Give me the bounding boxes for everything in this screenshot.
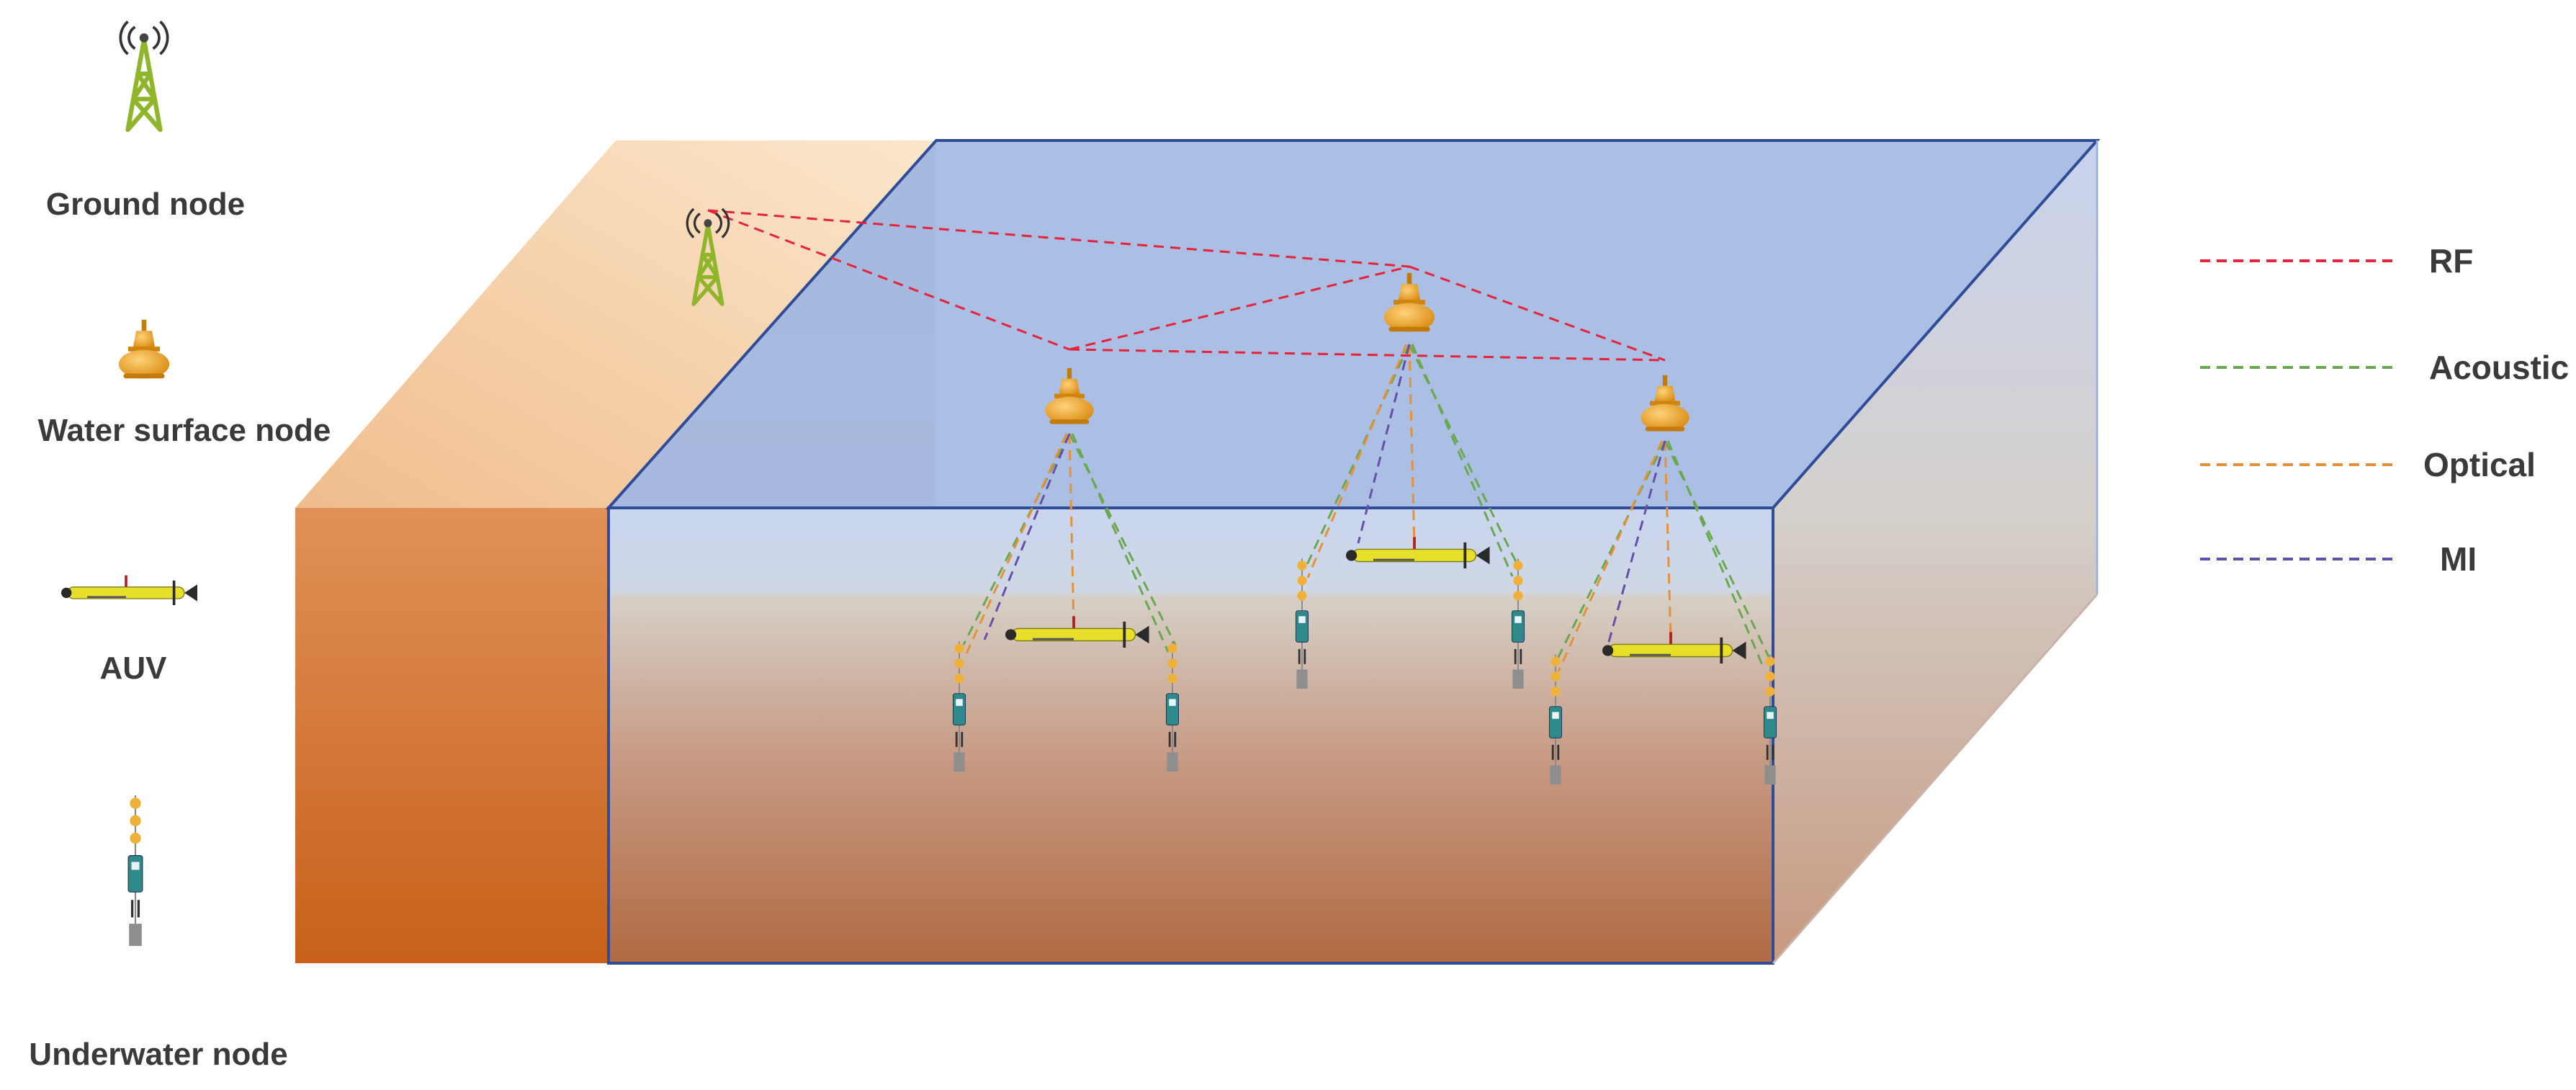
underwater-node-6 [1763, 654, 1777, 785]
legend-rf-label: RF [2429, 242, 2473, 280]
legend-water-surface-node-icon [118, 319, 170, 379]
acoustic-link-buoy3-left [1554, 440, 1666, 664]
optical-link-buoy2-auv [1408, 344, 1416, 548]
rf-link-buoy2-buoy3 [1409, 265, 1666, 362]
communication-links [707, 209, 1773, 672]
ground-node-tower [686, 207, 730, 306]
acoustic-link-buoy3-right2 [1666, 440, 1766, 671]
auv-3 [1602, 632, 1746, 664]
land-top-face [295, 140, 936, 508]
mi-link-buoy3-auv [1605, 440, 1666, 653]
legend-auv-label: AUV [100, 651, 168, 686]
legend-auv-icon [61, 575, 197, 605]
legend-underwater-node-icon [127, 795, 143, 947]
rf-link-tower-buoy2 [707, 209, 1410, 268]
rf-link-buoy1-buoy2 [1069, 265, 1410, 351]
land-front-face [295, 508, 609, 963]
surface-buoy-1 [1045, 367, 1094, 424]
auv-1 [1005, 616, 1149, 648]
water-front-face [609, 508, 1773, 963]
scene-nodes [686, 207, 1777, 785]
surface-buoy-2 [1383, 272, 1435, 332]
underwater-node-4 [1511, 558, 1525, 689]
legend-mi-label: MI [2440, 540, 2477, 578]
acoustic-link-buoy1-left [962, 433, 1071, 645]
mi-link-buoy2-auv [1357, 344, 1411, 544]
node-legend-icons [61, 20, 197, 947]
auv-2 [1346, 537, 1490, 568]
acoustic-link-buoy1-right2 [1071, 433, 1170, 653]
legend-ground-node-label: Ground node [46, 187, 245, 222]
underwater-node-2 [1165, 641, 1180, 772]
mi-link-buoy1-auv [983, 433, 1071, 640]
rf-link-tower-buoy1 [707, 209, 1070, 351]
optical-link-buoy3-left [1557, 440, 1664, 672]
legend-water-surface-node-label: Water surface node [38, 413, 331, 448]
surface-buoy-3 [1641, 375, 1689, 432]
water-right-face [1773, 140, 2097, 963]
legend-optical-label: Optical [2423, 446, 2536, 483]
legend-acoustic-label: Acoustic [2429, 349, 2569, 386]
legend-ground-node-icon [119, 20, 169, 133]
underwater-node-1 [952, 641, 966, 772]
underwater-node-3 [1295, 558, 1309, 689]
acoustic-link-buoy2-right2 [1411, 344, 1514, 577]
underwater-node-5 [1548, 654, 1563, 785]
optical-link-buoy2-left [1306, 344, 1408, 578]
optical-link-buoy3-auv [1664, 440, 1672, 640]
legend-underwater-node-label: Underwater node [29, 1037, 287, 1072]
optical-link-buoy1-left [965, 433, 1068, 654]
water-bottom-right-edge [1772, 594, 2099, 964]
acoustic-link-buoy2-left [1303, 344, 1411, 570]
